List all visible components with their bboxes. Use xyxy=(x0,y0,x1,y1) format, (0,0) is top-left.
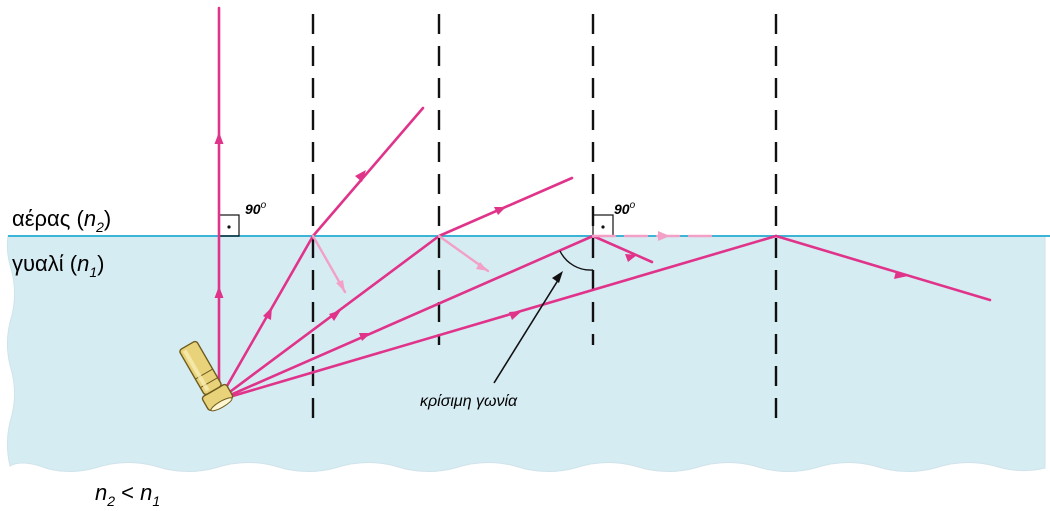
right-angle-dot-left xyxy=(227,225,231,229)
critical-angle-pointer xyxy=(493,276,561,384)
arrowhead xyxy=(263,307,272,320)
ray-5-incident xyxy=(217,234,778,402)
ray-2-incident xyxy=(217,234,315,402)
pointer-arrowhead xyxy=(552,271,563,283)
arrowhead xyxy=(214,286,224,298)
arrowhead xyxy=(355,170,366,182)
glass-label: γυαλί (n1) xyxy=(12,251,104,280)
arrowhead xyxy=(494,207,506,215)
air-label: αέρας (n2) xyxy=(12,206,111,235)
ray-4-incident xyxy=(217,234,595,402)
refractive-index-condition: n2 < n1 xyxy=(95,480,160,509)
critical-angle-arc xyxy=(559,250,594,271)
glass-region xyxy=(6,235,1046,472)
critical-angle-label: κρίσιμη γωνία xyxy=(420,393,518,410)
arrowhead xyxy=(509,311,522,320)
arrowhead xyxy=(214,132,224,144)
right-angle-dot-right xyxy=(601,225,605,229)
angle-90-right-label: 90o xyxy=(614,200,636,217)
flashlight-icon xyxy=(179,340,234,412)
ray-5-reflected xyxy=(774,234,992,302)
arrowhead xyxy=(894,271,908,279)
arrowhead-faint xyxy=(336,280,345,292)
arrowhead-faint xyxy=(658,231,670,241)
arrowhead xyxy=(625,254,637,262)
ray-2-refracted xyxy=(311,106,425,238)
arrowhead xyxy=(329,310,341,321)
arrowhead-faint xyxy=(476,262,488,271)
ray-3-incident xyxy=(217,234,441,402)
arrowhead xyxy=(359,333,371,341)
angle-90-left-label: 90o xyxy=(245,200,267,217)
ray-4-reflected xyxy=(591,234,654,264)
